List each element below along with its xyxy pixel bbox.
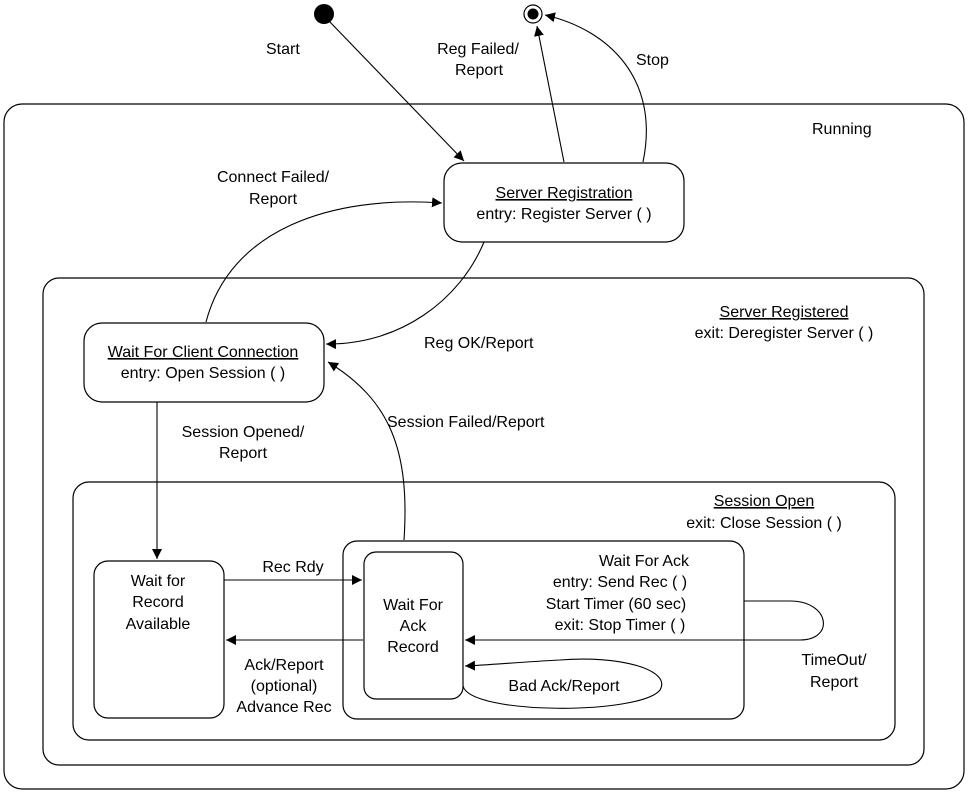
timeout-label-line1: TimeOut/ [801,652,867,669]
reg-failed-label-line1: Reg Failed/ [437,41,519,58]
wait-for-ack-record-line1: Wait For [383,597,444,614]
session-opened-label-line1: Session Opened/ [182,424,305,441]
timeout-label-line2: Report [810,674,859,691]
server-registration-title: Server Registration [496,185,633,202]
wait-for-ack-line1: Wait For Ack [599,553,690,570]
bad-ack-transition [462,658,663,709]
session-opened-label-line2: Report [219,445,268,462]
session-open-title: Session Open [714,493,815,510]
wait-for-record-available-state [93,560,225,719]
wait-for-ack-record-line3: Record [387,639,439,656]
wait-for-record-line3: Available [126,616,191,633]
reg-failed-transition [534,25,565,163]
wait-for-client-entry: entry: Open Session ( ) [121,365,286,382]
ack-report-label-line2: (optional) [251,678,318,695]
wait-for-ack-line2: entry: Send Rec ( ) [553,574,687,591]
session-failed-label: Session Failed/Report [387,414,545,431]
wait-for-client-connection-state [83,322,325,403]
initial-pseudostate [314,4,334,24]
session-failed-transition [327,361,406,541]
server-registered-exit: exit: Deregister Server ( ) [695,325,874,342]
connect-failed-label-line1: Connect Failed/ [217,169,330,186]
running-label: Running [812,121,872,138]
reg-ok-transition [325,241,485,350]
server-registered-title: Server Registered [720,304,849,321]
server-registration-entry: entry: Register Server ( ) [476,206,651,223]
start-transition [328,20,465,162]
stop-transition [544,12,647,163]
connect-failed-label-line2: Report [249,191,298,208]
wait-for-client-title: Wait For Client Connection [108,344,299,361]
final-pseudostate-core [527,8,539,20]
timeout-transition [465,600,824,645]
wait-for-ack-record-state [363,551,464,700]
wait-for-ack-record-line2: Ack [400,618,428,635]
reg-ok-label: Reg OK/Report [424,335,534,352]
connect-failed-transition [205,197,443,323]
rec-rdy-label: Rec Rdy [262,559,323,576]
reg-failed-label-line2: Report [455,62,504,79]
start-label: Start [266,41,300,58]
server-registration-state [443,162,685,243]
ack-report-label-line1: Ack/Report [244,657,324,674]
bad-ack-label: Bad Ack/Report [508,678,620,695]
wait-for-record-line2: Record [132,594,184,611]
wait-for-ack-line4: exit: Stop Timer ( ) [555,617,686,634]
ack-report-label-line3: Advance Rec [236,699,331,716]
stop-label: Stop [636,52,669,69]
wait-for-ack-line3: Start Timer (60 sec) [546,596,686,613]
wait-for-record-line1: Wait for [131,573,186,590]
session-open-exit: exit: Close Session ( ) [686,515,842,532]
